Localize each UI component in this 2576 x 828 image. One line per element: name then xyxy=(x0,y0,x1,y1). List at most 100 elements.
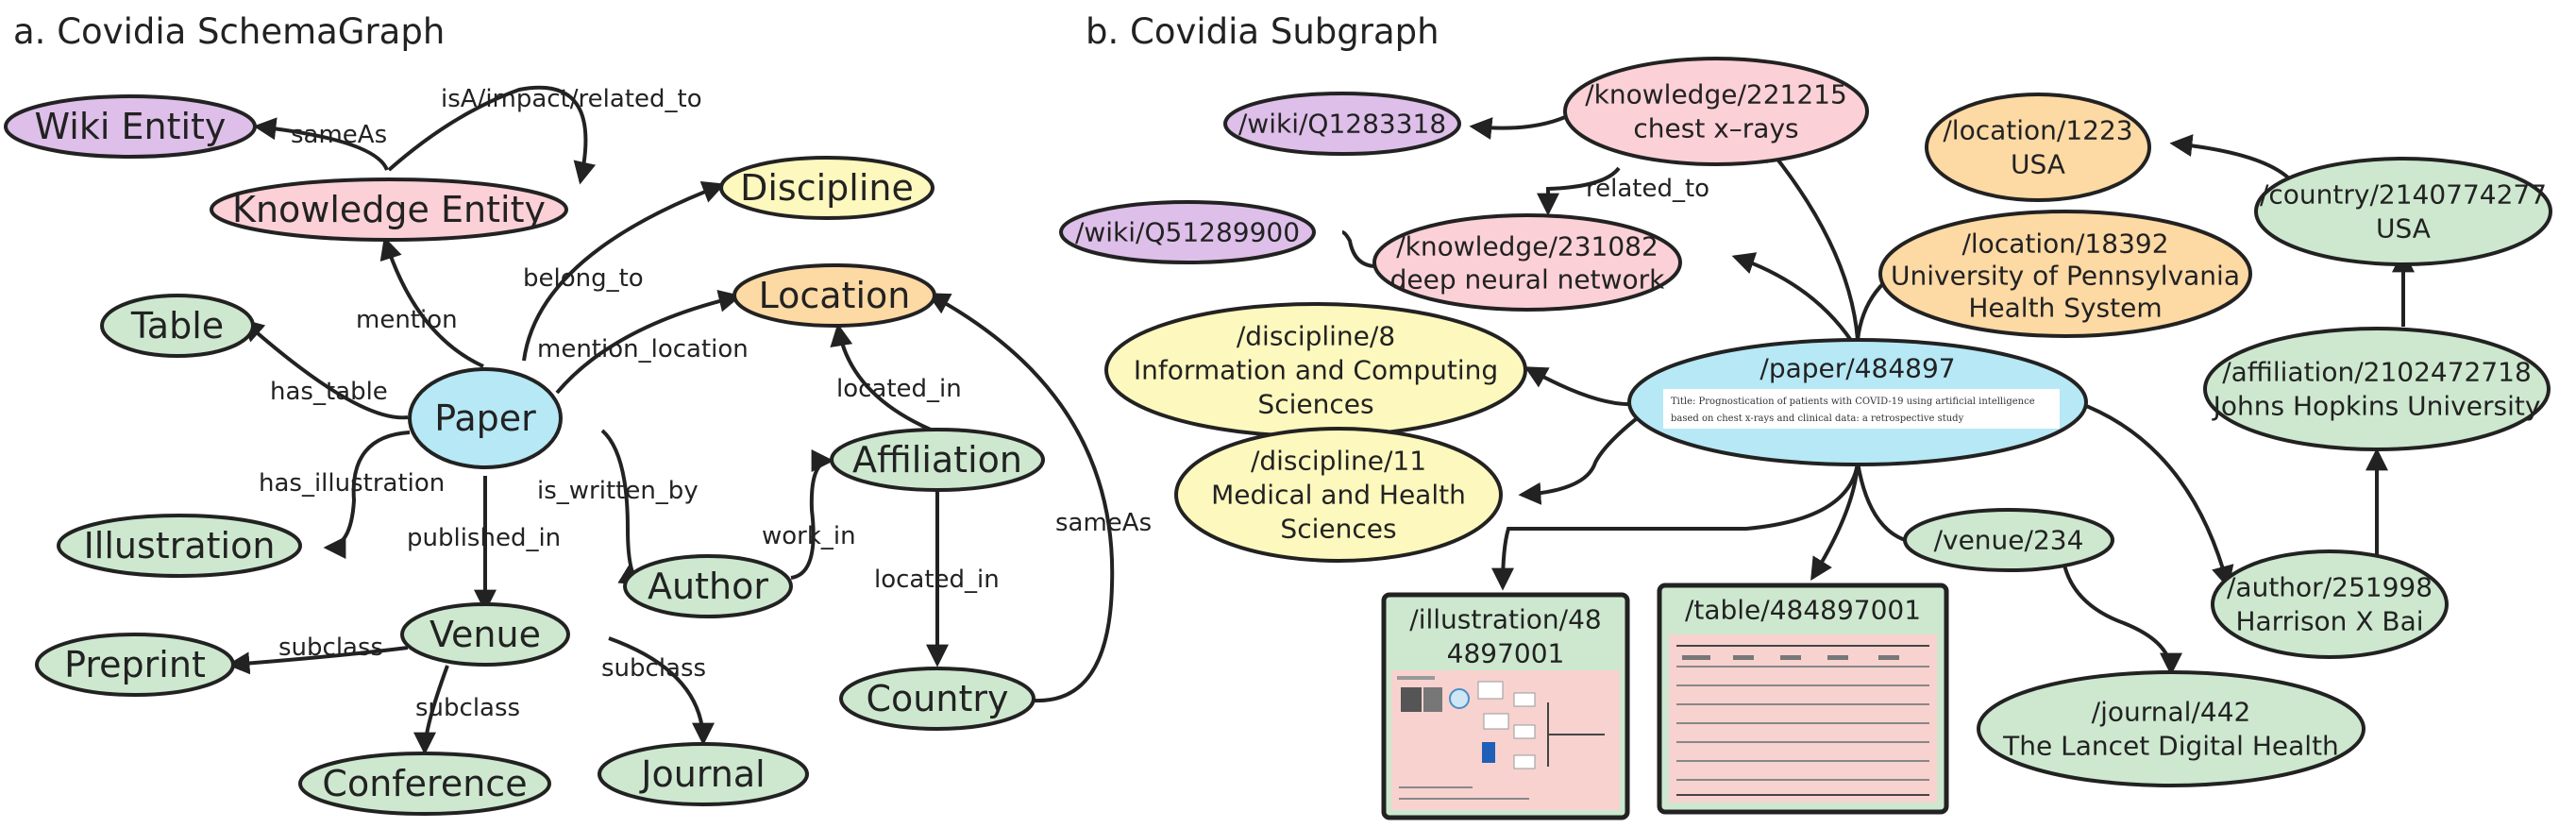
node-venue[interactable]: Venue xyxy=(400,602,570,667)
node-knowledge-231082[interactable]: /knowledge/231082 deep neural network xyxy=(1372,213,1682,312)
paper-title-strip xyxy=(1663,389,2060,429)
svg-text:Harrison X Bai: Harrison X Bai xyxy=(2235,606,2423,637)
svg-text:Journal: Journal xyxy=(639,753,765,795)
node-location-18392[interactable]: /location/18392 University of Pennsylvan… xyxy=(1878,210,2252,338)
edge-sameas-country xyxy=(926,293,1115,703)
node-table-484897001[interactable]: /table/484897001 xyxy=(1657,583,1949,815)
svg-text:Conference: Conference xyxy=(322,763,527,804)
svg-text:Discipline: Discipline xyxy=(740,167,914,209)
node-illustration-484897001[interactable]: /illustration/48 4897001 xyxy=(1381,592,1630,820)
svg-text:/venue/234: /venue/234 xyxy=(1934,525,2084,556)
node-wiki-entity[interactable]: Wiki Entity xyxy=(4,94,257,159)
svg-text:/discipline/8: /discipline/8 xyxy=(1237,321,1395,352)
table-thumbnail xyxy=(1669,634,1937,803)
node-table[interactable]: Table xyxy=(100,294,255,358)
svg-text:deep neural network: deep neural network xyxy=(1390,264,1665,296)
edge-has-illustration xyxy=(323,431,411,559)
edge-label-located-in-aff: located_in xyxy=(836,375,962,403)
edge-label-subclass-conference: subclass xyxy=(415,694,520,722)
edge-label-work-in: work_in xyxy=(762,522,856,550)
node-journal[interactable]: Journal xyxy=(598,742,809,806)
node-affiliation[interactable]: Affiliation xyxy=(830,428,1045,492)
svg-text:4897001: 4897001 xyxy=(1447,638,1565,669)
node-journal-442[interactable]: /journal/442 The Lancet Digital Health xyxy=(1977,670,2366,787)
svg-text:/wiki/Q51289900: /wiki/Q51289900 xyxy=(1075,217,1300,248)
node-conference[interactable]: Conference xyxy=(298,752,551,816)
node-wiki-q1283318[interactable]: /wiki/Q1283318 xyxy=(1223,92,1461,156)
schema-nodes: Wiki Entity Knowledge Entity Discipline … xyxy=(4,94,1045,816)
svg-text:Sciences: Sciences xyxy=(1257,389,1373,420)
edge-label-has-illustration: has_illustration xyxy=(259,469,445,498)
svg-text:Table: Table xyxy=(130,305,224,346)
edge-label-isa-impact: isA/impact/related_to xyxy=(441,85,702,113)
svg-text:Affiliation: Affiliation xyxy=(852,439,1022,481)
svg-text:Sciences: Sciences xyxy=(1280,514,1396,545)
edge-label-subclass-journal: subclass xyxy=(601,654,706,683)
svg-text:USA: USA xyxy=(2011,149,2065,180)
edge-subclass-journal xyxy=(608,636,715,746)
node-discipline[interactable]: Discipline xyxy=(719,156,934,220)
svg-text:/wiki/Q1283318: /wiki/Q1283318 xyxy=(1238,109,1446,140)
svg-text:Knowledge Entity: Knowledge Entity xyxy=(232,189,546,230)
svg-text:The Lancet Digital Health: The Lancet Digital Health xyxy=(2002,731,2339,762)
svg-text:Author: Author xyxy=(648,566,768,607)
edge-paper-to-disc11 xyxy=(1518,414,1642,505)
node-knowledge-entity[interactable]: Knowledge Entity xyxy=(210,177,568,242)
svg-text:Health System: Health System xyxy=(1968,293,2162,324)
svg-text:/affiliation/2102472718: /affiliation/2102472718 xyxy=(2222,357,2532,388)
edge-label-is-written-by: is_written_by xyxy=(537,477,699,505)
svg-text:University of Pennsylvania: University of Pennsylvania xyxy=(1891,261,2240,292)
node-illustration[interactable]: Illustration xyxy=(57,514,302,578)
edge-isa-impact xyxy=(387,85,597,185)
svg-text:Venue: Venue xyxy=(429,614,541,655)
edge-paper-to-table xyxy=(1810,462,1860,582)
edge-label-subclass-preprint: subclass xyxy=(278,634,383,662)
edge-located-in-aff xyxy=(830,323,938,434)
svg-text:/table/484897001: /table/484897001 xyxy=(1685,595,1921,626)
edge-label-mention: mention xyxy=(356,306,458,334)
node-location[interactable]: Location xyxy=(732,263,936,328)
node-affiliation-2102472718[interactable]: /affiliation/2102472718 Johns Hopkins Un… xyxy=(2203,327,2551,451)
node-country-2140774277[interactable]: /country/2140774277 USA xyxy=(2254,157,2552,266)
node-paper[interactable]: Paper xyxy=(408,367,563,469)
svg-text:/location/18392: /location/18392 xyxy=(1961,228,2168,260)
node-preprint[interactable]: Preprint xyxy=(35,633,235,697)
edge-subclass-preprint xyxy=(227,646,409,675)
edge-paper-to-disc8 xyxy=(1524,366,1634,407)
edge-work-in xyxy=(790,449,834,580)
schema-edges xyxy=(227,85,1115,755)
subgraph-nodes: /wiki/Q1283318 /knowledge/221215 chest x… xyxy=(1059,57,2552,820)
edge-label-belong-to: belong_to xyxy=(523,264,644,293)
node-venue-234[interactable]: /venue/234 xyxy=(1903,508,2114,572)
edge-mention xyxy=(379,236,484,368)
edge-label-published-in: published_in xyxy=(407,524,561,552)
edge-label-located-in-country: located_in xyxy=(874,566,1000,594)
node-author-251998[interactable]: /author/251998 Harrison X Bai xyxy=(2211,549,2449,659)
node-country[interactable]: Country xyxy=(839,667,1035,731)
node-wiki-q51289900[interactable]: /wiki/Q51289900 xyxy=(1059,200,1316,264)
svg-text:/journal/442: /journal/442 xyxy=(2092,697,2251,728)
svg-text:/author/251998: /author/251998 xyxy=(2227,572,2433,603)
svg-text:Preprint: Preprint xyxy=(64,644,206,685)
node-author[interactable]: Author xyxy=(623,554,793,618)
node-paper-484897[interactable]: /paper/484897 Title: Prognostication of … xyxy=(1627,338,2088,466)
node-discipline-8[interactable]: /discipline/8 Information and Computing … xyxy=(1104,302,1527,438)
paper-title-line2: based on chest x-rays and clinical data:… xyxy=(1671,414,1964,424)
edge-venue-to-journal xyxy=(2062,560,2182,676)
edge-subclass-conference xyxy=(413,665,449,755)
edge-paper-to-k231082 xyxy=(1731,252,1854,344)
svg-text:Johns Hopkins University: Johns Hopkins University xyxy=(2212,391,2541,422)
edge-country-to-location xyxy=(2169,134,2294,183)
svg-text:Illustration: Illustration xyxy=(84,525,276,566)
svg-text:Location: Location xyxy=(759,275,911,316)
edge-k221215-to-wiki xyxy=(1469,115,1566,140)
node-discipline-11[interactable]: /discipline/11 Medical and Health Scienc… xyxy=(1174,427,1503,563)
edge-paper-to-author xyxy=(2076,400,2234,589)
node-knowledge-221215[interactable]: /knowledge/221215 chest x–rays xyxy=(1563,57,1869,166)
svg-text:/location/1223: /location/1223 xyxy=(1943,115,2132,146)
svg-text:Country: Country xyxy=(867,678,1009,719)
node-location-1223[interactable]: /location/1223 USA xyxy=(1925,93,2151,202)
edge-belong-to xyxy=(522,181,726,362)
edge-label-sameas-wiki: sameAs xyxy=(291,121,387,149)
